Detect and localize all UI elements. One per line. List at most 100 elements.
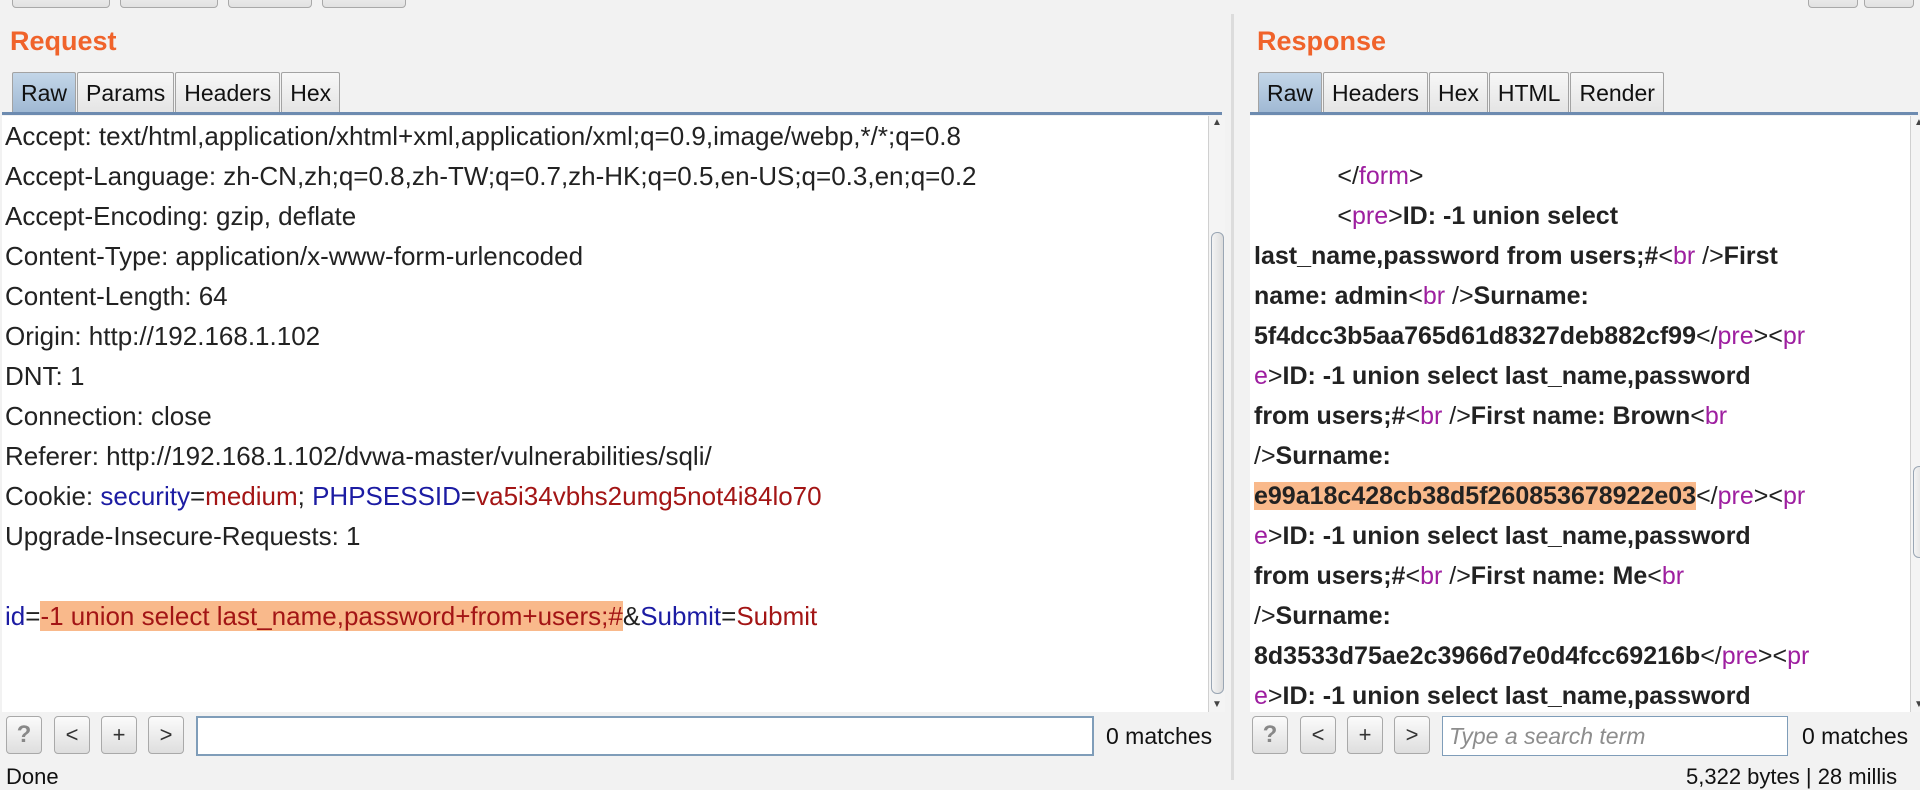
response-line: last_name,password from users;#<br />Fir… [1250,236,1910,276]
indent [1254,202,1337,230]
tag-bracket: /> [1254,602,1276,630]
toolbar-button-1[interactable] [12,0,110,8]
request-pane: Request Raw Params Headers Hex Accept: t… [0,26,1228,789]
response-scrollbar[interactable]: ▲ ▼ [1910,116,1920,712]
tag-name: br [1672,242,1696,270]
cookie-value: va5i34vbhs2umg5not4i84lo70 [476,481,822,511]
tag-bracket: </ [1696,482,1718,510]
response-tab-html[interactable]: HTML [1488,72,1570,113]
request-tab-headers[interactable]: Headers [175,72,281,113]
response-pane: Response Raw Headers Hex HTML Render </ f… [1248,0,1920,789]
tag-bracket: /> [1445,282,1474,310]
cookie-eq: = [189,481,206,511]
toolbar-button-3[interactable] [228,0,312,8]
tag-bracket: >< [1753,322,1783,350]
request-tab-params[interactable]: Params [77,72,175,113]
tag-bracket: /> [1695,242,1724,270]
request-header-line: Accept-Language: zh-CN,zh;q=0.8,zh-TW;q=… [5,161,977,191]
help-button[interactable]: ? [1252,716,1288,754]
prev-match-button[interactable]: < [1300,716,1336,754]
prev-match-button[interactable]: < [54,716,90,754]
cookie-key: PHPSESSID [312,481,461,511]
scroll-up-icon[interactable]: ▲ [1914,117,1920,128]
response-search-input[interactable] [1442,716,1788,756]
response-line: />Surname: [1250,596,1910,636]
response-line: />Surname: [1250,436,1910,476]
blank-line [2,556,1208,596]
tag-bracket: < [1337,202,1352,230]
tag-name: e [1254,682,1268,710]
toolbar-button-5[interactable] [1808,0,1858,8]
tag-name: form [1358,162,1409,190]
response-title: Response [1257,26,1387,56]
response-tab-headers[interactable]: Headers [1323,72,1428,113]
scroll-down-icon[interactable]: ▼ [1914,699,1920,710]
tag-bracket: > [1267,362,1283,390]
response-text: from users;# [1254,402,1406,430]
tag-bracket: /> [1254,442,1276,470]
request-header-line: Content-Type: application/x-www-form-url… [5,241,584,271]
request-editor[interactable]: Accept: text/html,application/xhtml+xml,… [2,116,1208,712]
request-tab-underline [2,112,1222,115]
cookie-value: medium [205,481,298,511]
request-tab-raw[interactable]: Raw [12,72,77,113]
tag-name: pr [1782,322,1806,350]
response-text: Surname: [1275,602,1391,630]
scroll-up-icon[interactable]: ▲ [1212,117,1222,128]
request-header-line: Accept: text/html,application/xhtml+xml,… [5,121,961,151]
scroll-down-icon[interactable]: ▼ [1212,699,1222,710]
request-header-line: DNT: 1 [5,361,85,391]
response-text: ID: -1 union select last_name,password [1282,362,1751,390]
request-match-count: 0 matches [1106,723,1213,749]
response-text: from users;# [1254,562,1406,590]
response-text: First [1723,242,1778,270]
help-button[interactable]: ? [6,716,42,754]
tag-name: e [1254,522,1268,550]
response-line: from users;#<br />First name: Me<br [1250,556,1910,596]
tag-bracket: </ [1700,642,1722,670]
response-text: First name: Brown [1470,402,1691,430]
next-match-button[interactable]: > [148,716,184,754]
response-scroll-thumb[interactable] [1913,466,1920,558]
password-hash: 8d3533d75ae2c3966d7e0d4fcc69216b [1254,642,1701,670]
response-editor[interactable]: </ form > < pr e>ID: -1 union select last_na… [1250,116,1910,712]
response-text: ID: -1 union select last_name,password [1282,522,1751,550]
request-scroll-thumb[interactable] [1211,232,1224,694]
response-line: name: admin<br />Surname: [1250,276,1910,316]
param-eq: = [721,601,737,631]
request-scrollbar[interactable]: ▲ ▼ [1208,116,1225,712]
tag-name: pre [1351,202,1389,230]
toolbar-button-4[interactable] [322,0,406,8]
add-button[interactable]: + [101,716,137,754]
toolbar-button-2[interactable] [120,0,218,8]
cookie-key: security [100,481,190,511]
response-tab-raw[interactable]: Raw [1258,72,1323,113]
request-header-line: Content-Length: 64 [5,281,228,311]
request-tab-hex[interactable]: Hex [281,72,341,113]
tag-bracket: < [1405,562,1421,590]
request-header-line: Origin: http://192.168.1.102 [5,321,321,351]
response-text: First name: Me [1470,562,1648,590]
tag-name: br [1420,562,1443,590]
response-tab-hex[interactable]: Hex [1428,72,1488,113]
response-text: Surname: [1275,442,1391,470]
next-match-button[interactable]: > [1394,716,1430,754]
param-key: Submit [640,601,722,631]
tag-name: br [1704,402,1728,430]
request-header-line: Referer: http://192.168.1.102/dvwa-maste… [5,441,712,471]
response-tabs: Raw Headers Hex HTML Render [1258,72,1665,113]
add-button[interactable]: + [1347,716,1383,754]
toolbar-button-6[interactable] [1864,0,1914,8]
tag-bracket: >< [1757,642,1788,670]
response-tab-render[interactable]: Render [1570,72,1664,113]
param-key: id [5,601,26,631]
request-search-input[interactable] [196,716,1094,756]
response-search-bar: ? < + > 0 matches [1248,713,1920,759]
pane-divider[interactable] [1231,14,1234,780]
response-match-count: 0 matches [1802,723,1909,749]
request-search-bar: ? < + > 0 matches [0,713,1228,759]
response-line: e>ID: -1 union select last_name,password [1250,516,1910,556]
request-header-line: Accept-Encoding: gzip, deflate [5,201,357,231]
response-text: Surname: [1473,282,1589,310]
tag-bracket: < [1405,402,1421,430]
